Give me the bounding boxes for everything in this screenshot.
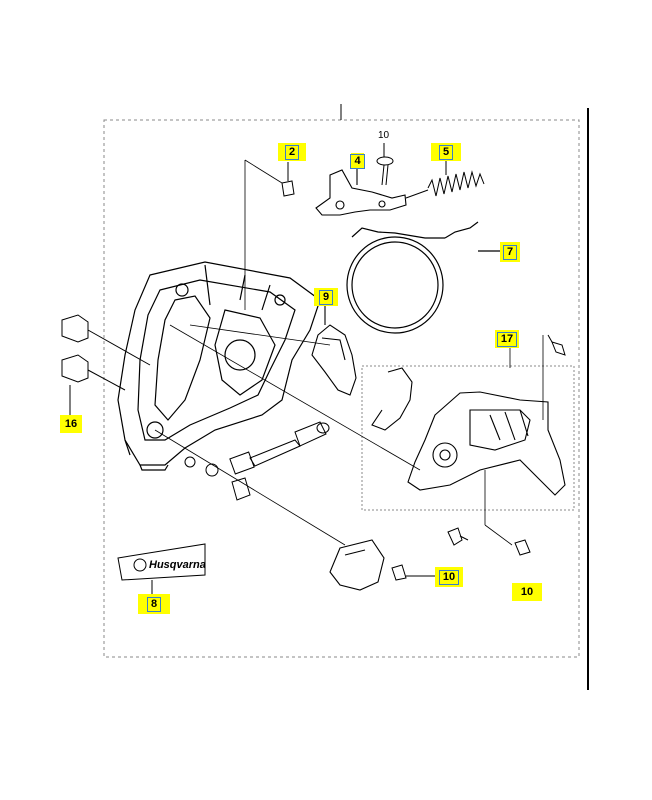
exploded-guide-lines	[154, 159, 544, 546]
part-9-bracket	[311, 305, 357, 396]
diagram-dashed-frame	[103, 119, 580, 658]
husqvarna-logo-text: Husqvarna	[149, 559, 206, 571]
callout-2: 2	[278, 143, 306, 161]
subassembly-17-box	[361, 365, 575, 511]
chain-guide-plate	[329, 539, 385, 591]
part-5-spring	[405, 161, 485, 199]
part-17-chain-brake-assembly	[371, 367, 566, 496]
part-10-screw-top	[376, 143, 394, 186]
callout-10b: 10	[512, 583, 542, 601]
part-2-adjuster-screw	[281, 162, 295, 197]
part-4-brake-lever	[315, 168, 407, 216]
callout-17: 17	[495, 330, 519, 348]
callout-7: 7	[500, 242, 520, 262]
callout-5: 5	[431, 143, 461, 161]
callout-16: 16	[60, 415, 82, 433]
part-16-plugs	[61, 314, 151, 415]
callout-10a: 10	[435, 567, 463, 587]
part-10-screws-lower	[391, 334, 566, 581]
clutch-cover-body	[117, 261, 321, 471]
callout-9: 9	[314, 288, 338, 306]
bar-bolt-assembly	[184, 421, 330, 501]
callout-4: 4	[350, 153, 365, 169]
callout-8: 8	[138, 594, 170, 614]
part-8-decal	[117, 543, 206, 600]
part-10-label: 10	[378, 130, 390, 141]
part-7-brake-band	[346, 221, 503, 334]
